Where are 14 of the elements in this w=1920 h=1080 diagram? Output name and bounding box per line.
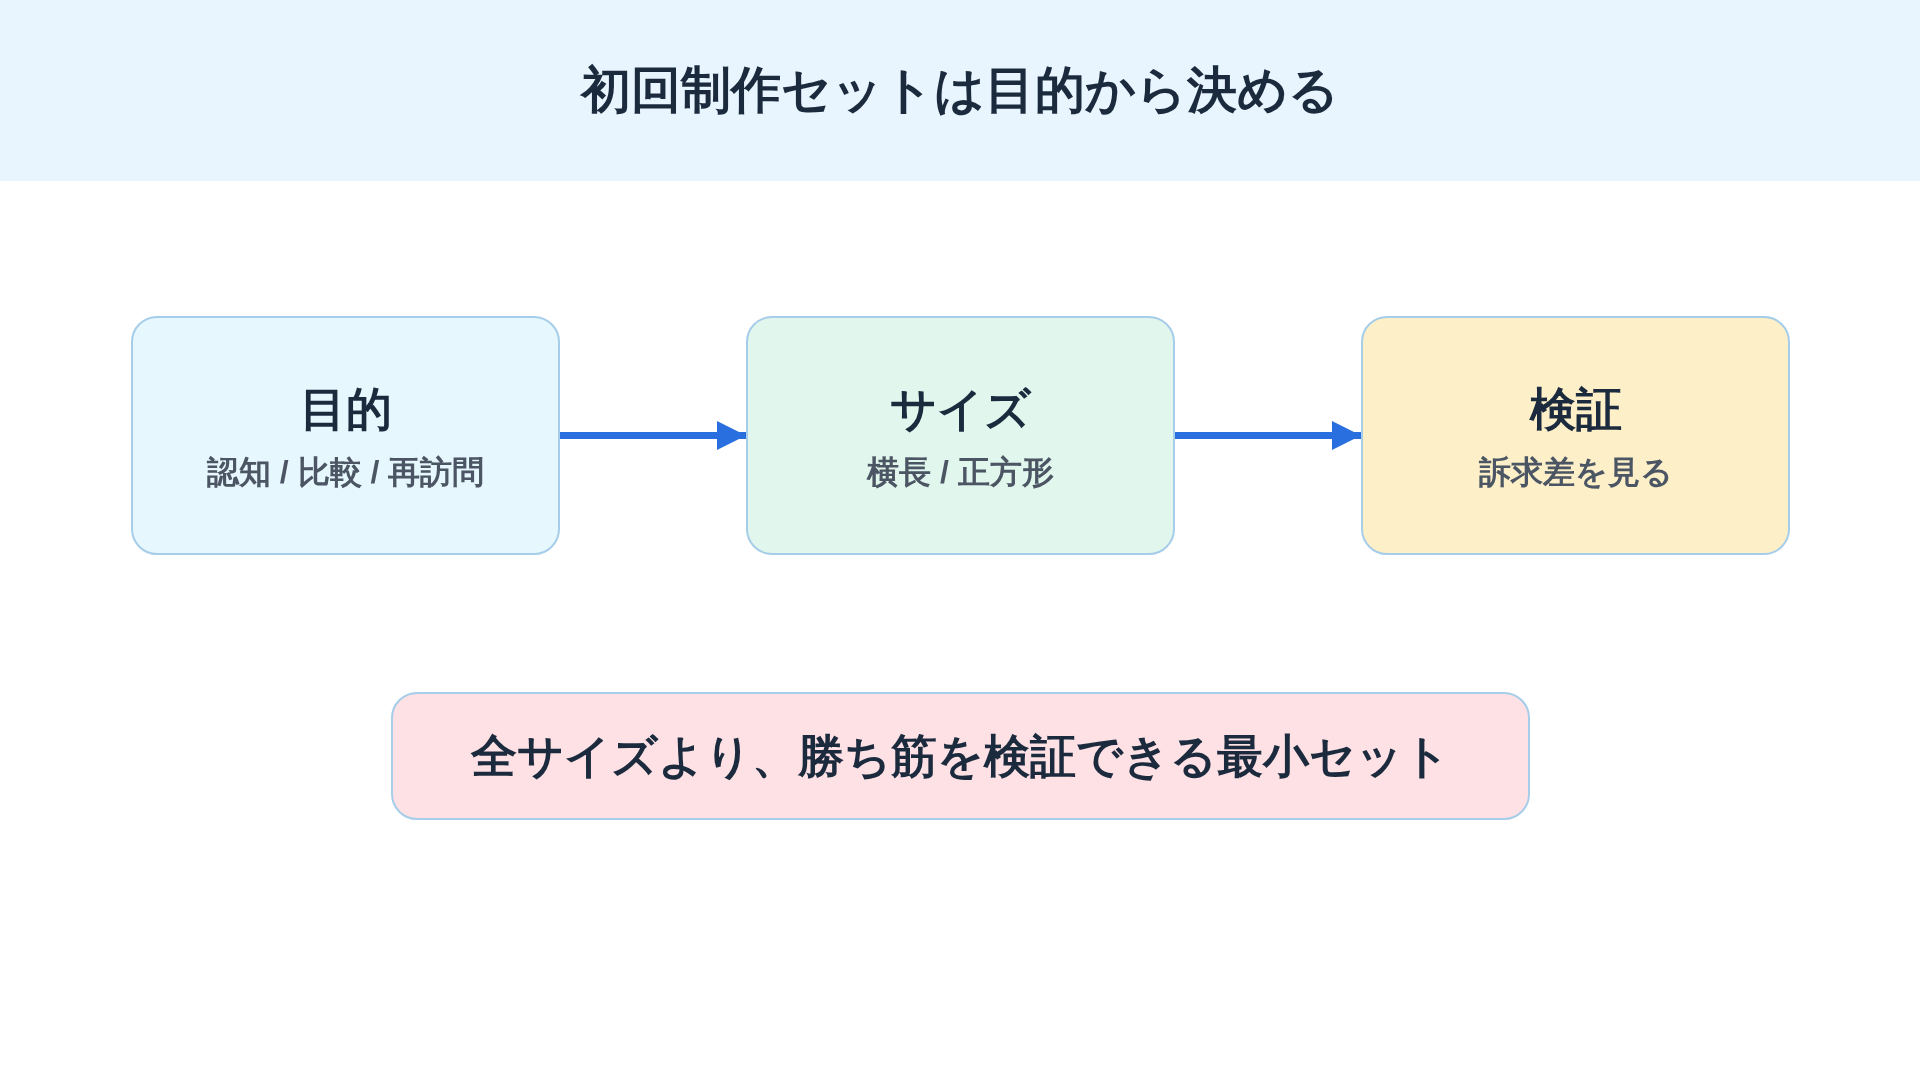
arrow	[560, 420, 746, 451]
box-subtext: 横長 / 正方形	[867, 453, 1054, 492]
box-heading: サイズ	[890, 382, 1031, 437]
process-box	[1361, 316, 1790, 555]
box-subtext: 認知 / 比較 / 再訪問	[206, 453, 485, 492]
box-heading: 目的	[299, 382, 392, 437]
process-box	[131, 316, 560, 555]
process-box	[746, 316, 1175, 555]
arrow	[1175, 420, 1361, 451]
process-box	[391, 692, 1530, 820]
box-heading: 検証	[1529, 382, 1622, 437]
box-subtext: 訴求差を見る	[1478, 453, 1673, 492]
title: 初回制作セットは目的から決める	[581, 61, 1339, 120]
summary-text: 全サイズより、勝ち筋を検証できる最小セット	[471, 728, 1450, 784]
